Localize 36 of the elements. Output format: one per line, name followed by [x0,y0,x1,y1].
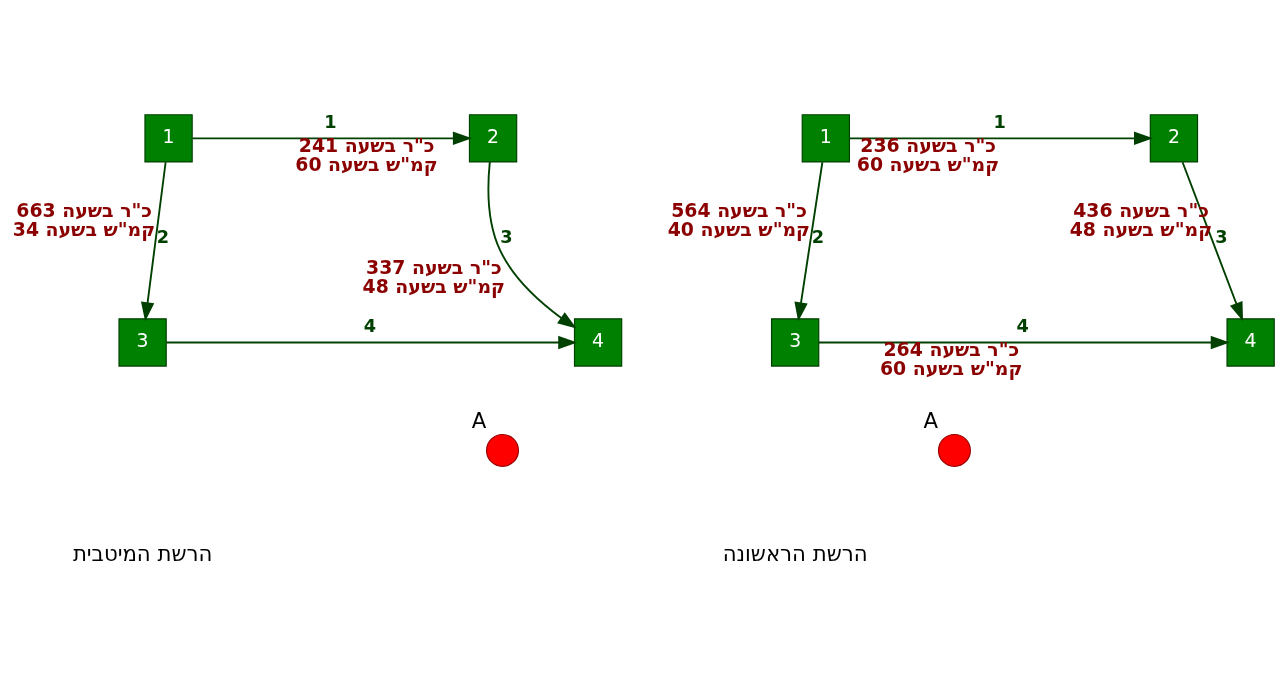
label: 564 כ"ר בשעה 40 קמ"ש בשעה [667,198,811,240]
node-box: 2 [1149,114,1199,163]
edge-label: 4 [363,315,377,336]
node-box: 3 [118,318,167,367]
label: 264 כ"ר בשעה 60 קמ"ש בשעה [879,338,1023,380]
label: הרשת המיטבית [72,541,213,567]
edge-label: 1 [993,111,1006,132]
arrow [165,335,578,350]
arrow [1181,161,1244,322]
edge-label: 2 [156,227,170,248]
node-box: 1 [144,114,193,163]
node-label: A [923,407,939,433]
label: 236 כ"ר בשעה 60 קמ"ש בשעה [856,134,1000,176]
label: 241 כ"ר בשעה 60 קמ"ש בשעה [295,134,438,176]
node-label: A [471,407,487,433]
node-box: 4 [573,318,623,367]
arrow [848,131,1154,146]
edge-label: 1 [324,111,337,132]
arrow [794,161,824,322]
arrow [140,161,167,322]
node-circle [486,433,520,467]
node-box: 4 [1226,318,1275,367]
arrow [191,131,473,146]
node-box: 1 [801,114,850,163]
node-circle [937,433,971,467]
node-box: 3 [770,318,820,367]
edge-label: 3 [1215,227,1228,248]
arrow [487,161,577,329]
label: הרשת הראשונה [722,541,868,567]
label: 337 כ"ר בשעה 48 קמ"ש בשעה [362,256,505,297]
edge-label: 4 [1016,315,1029,336]
node-box: 2 [468,114,518,163]
label: 663 כ"ר בשעה 34 קמ"ש בשעה [12,198,156,240]
arrow [818,335,1230,350]
edge-label: 3 [500,227,513,248]
edge-label: 2 [811,227,824,248]
